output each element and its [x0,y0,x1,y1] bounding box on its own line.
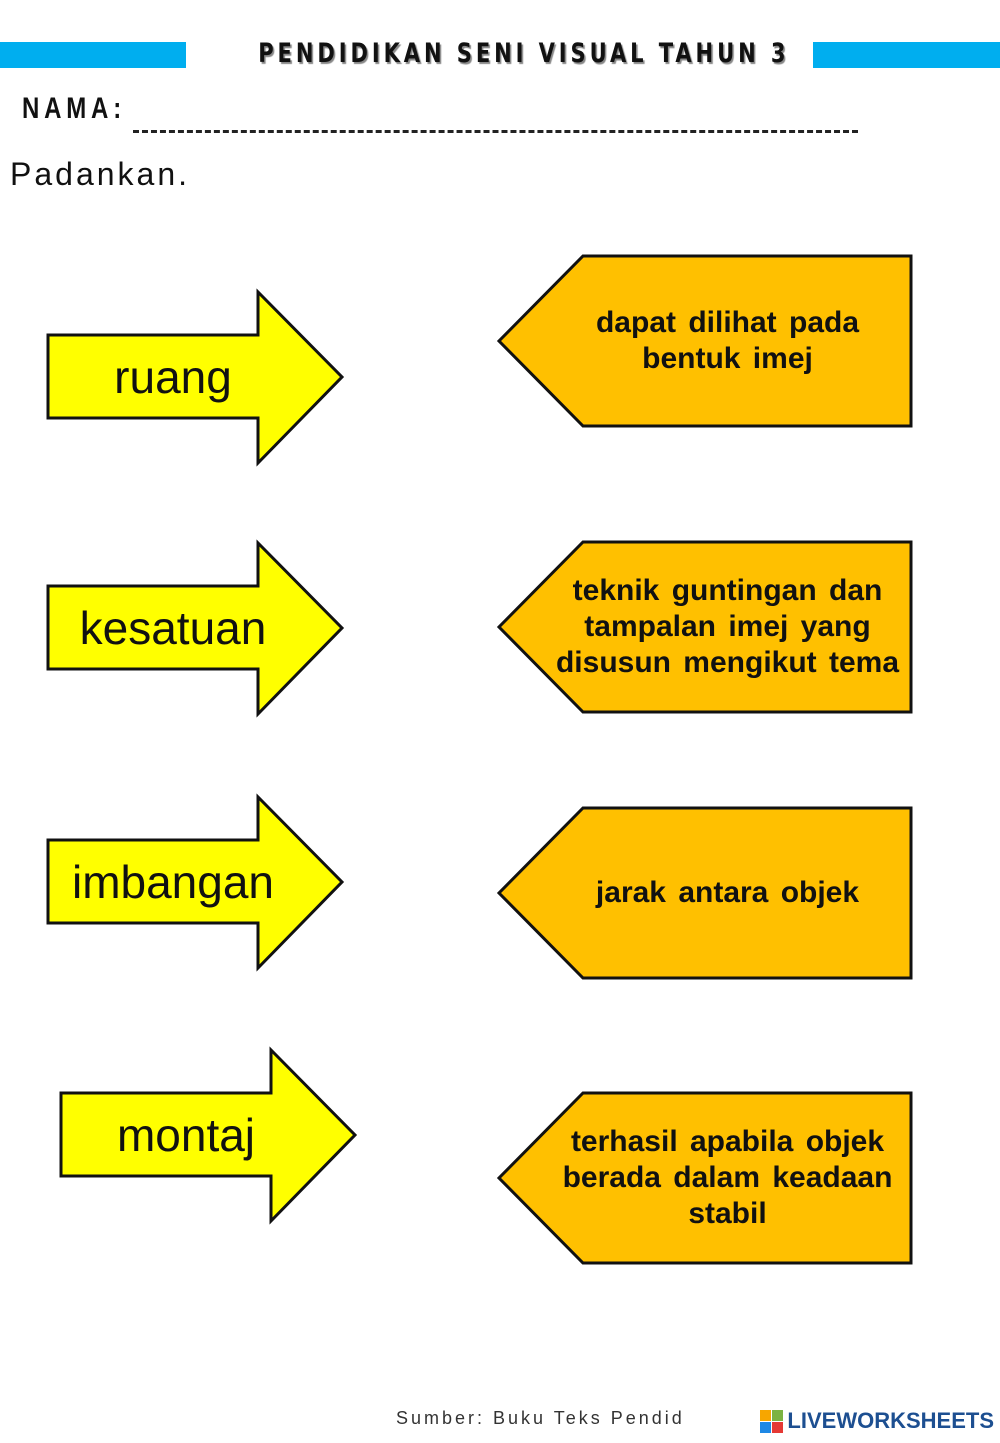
logo-tile [772,1409,784,1421]
instruction: Padankan. [10,156,191,192]
term-arrow-shape [46,288,345,467]
liveworksheets-logo: LIVEWORKSHEETS [760,1408,994,1434]
definition-label[interactable]: jarak antara objek [595,876,860,909]
header-bar-right [813,42,1000,68]
logo-tile [760,1409,772,1421]
name-label: NAMA: [22,92,126,125]
logo-tile [772,1421,784,1433]
definition-outline [496,254,913,428]
definition-outline [496,806,913,980]
definition-label[interactable]: teknik guntingan dan tampalan imej yang … [555,574,900,679]
term-label[interactable]: ruang [114,350,232,403]
term-label[interactable]: imbangan [71,855,275,908]
term-arrow-outline [59,1046,358,1225]
header-bar-left [0,42,186,68]
term-label[interactable]: kesatuan [79,601,267,654]
term-arrow-shape [46,793,345,972]
term-label[interactable]: montaj [116,1108,256,1161]
definition-shape [496,806,913,980]
definition-outline [496,540,913,714]
definition-label[interactable]: dapat dilihat pada bentuk imej [595,306,860,375]
term-arrow-shape [59,1046,358,1225]
term-arrow-outline [46,539,345,718]
logo-text: LIVEWORKSHEETS [787,1408,994,1433]
definition-label[interactable]: terhasil apabila objek berada dalam kead… [562,1125,893,1230]
term-arrow-outline [46,793,345,972]
term-arrow-outline [46,288,345,467]
logo-icon [760,1409,784,1433]
term-arrow-shape [46,539,345,718]
definition-outline [496,1091,913,1265]
source-credit: Sumber: Buku Teks Pendid [396,1408,685,1428]
definition-shape [496,1091,913,1265]
page-title: PENDIDIKAN SENI VISUAL TAHUN 3 [258,38,790,69]
definition-shape [496,540,913,714]
definition-shape [496,254,913,428]
name-input[interactable] [133,102,858,133]
logo-tile [760,1421,772,1433]
